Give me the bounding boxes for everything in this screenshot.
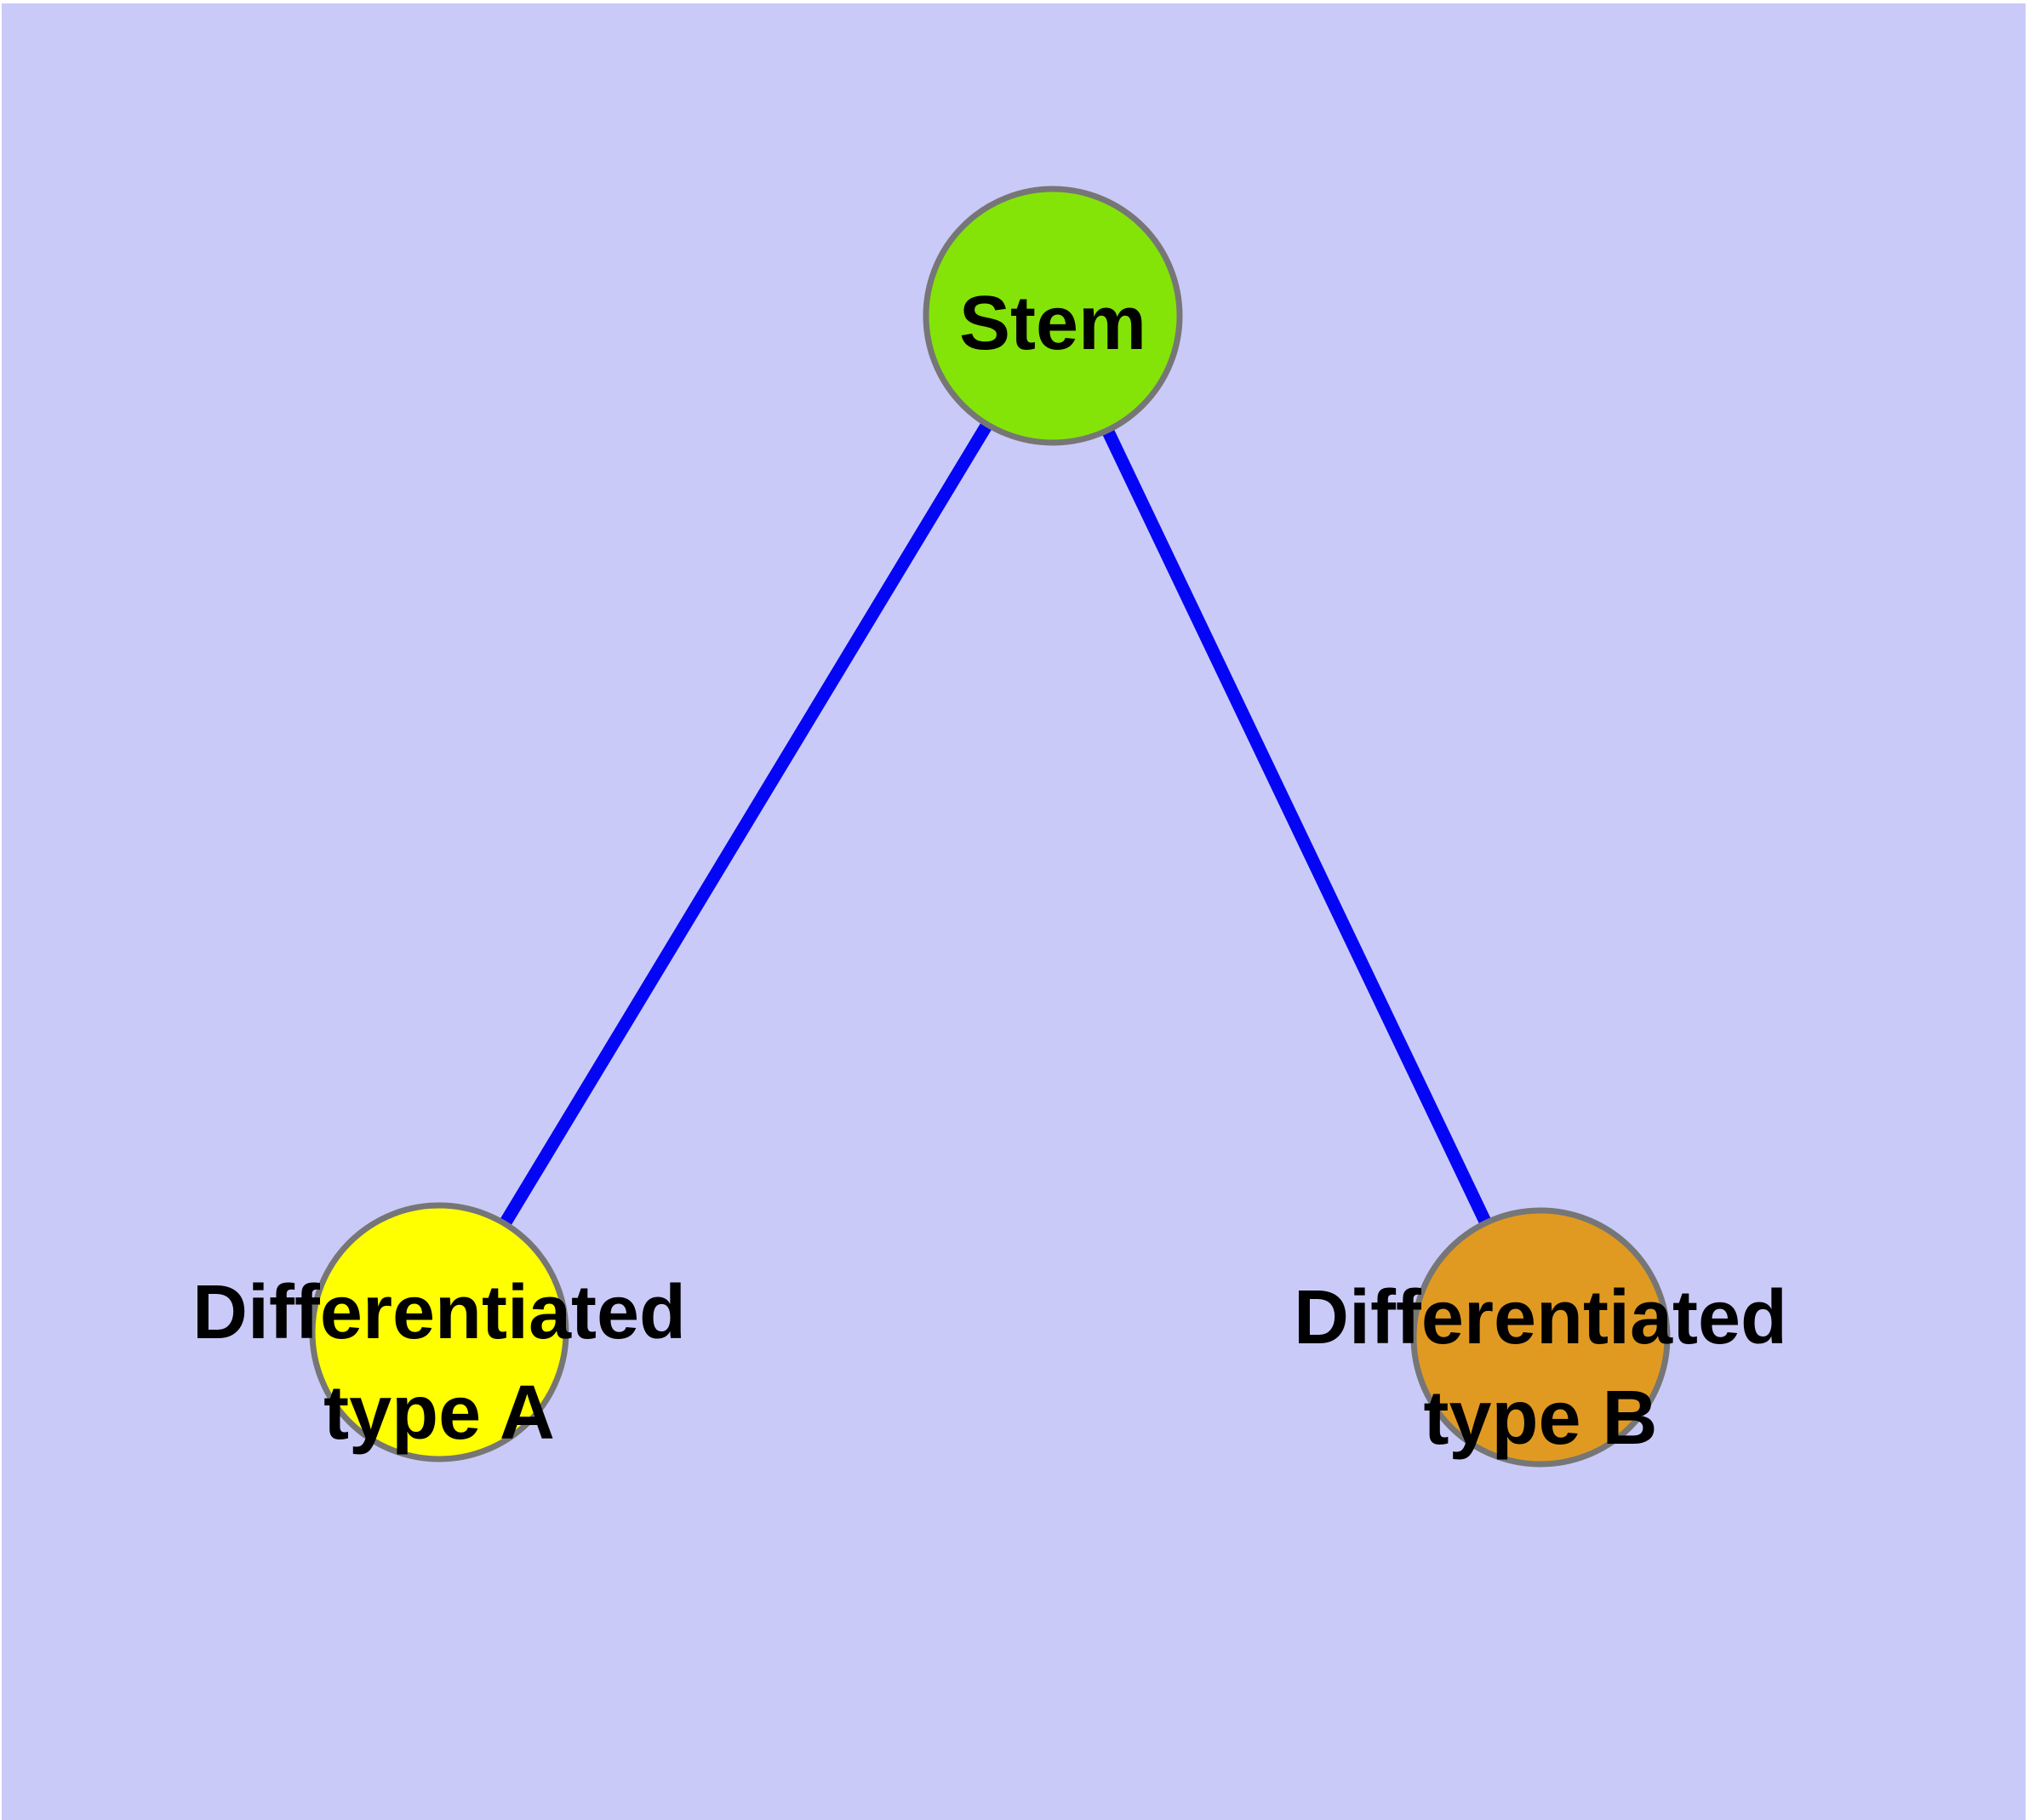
node-type-b-label-line2: type B: [1423, 1376, 1657, 1461]
node-stem-label: Stem: [959, 281, 1146, 366]
node-type-a-label-line2: type A: [323, 1371, 555, 1456]
node-differentiated-type-b: [1410, 1207, 1671, 1468]
node-differentiated-type-a: [309, 1202, 569, 1462]
node-type-a-label-line1: Differentiated: [192, 1270, 686, 1355]
edge-stem-to-type-a: [433, 312, 1059, 1336]
edge-stem-to-type-b: [1047, 312, 1546, 1341]
node-type-b-label-line1: Differentiated: [1294, 1275, 1787, 1360]
node-stem: [923, 186, 1183, 446]
